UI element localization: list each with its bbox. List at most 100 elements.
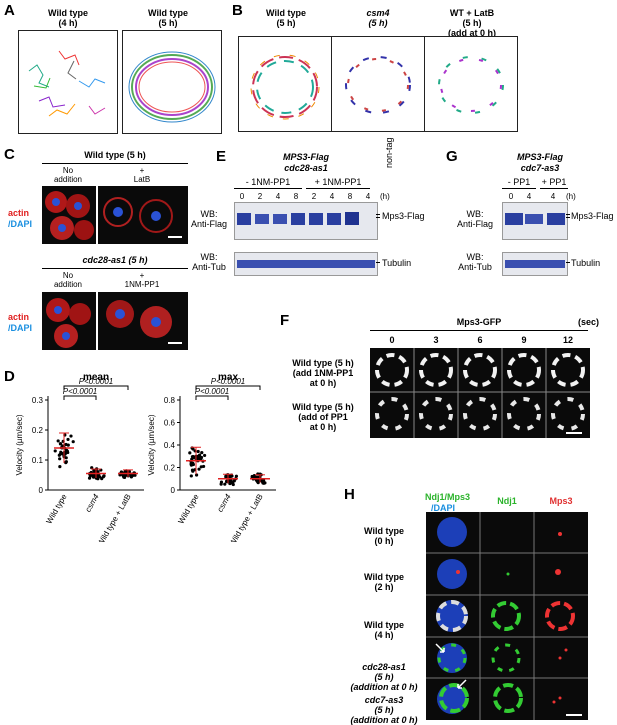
b-track-plot-latb (424, 36, 518, 132)
h-row-label-5: cdc7-as3 (5 h) (addition at 0 h) (350, 695, 418, 725)
g-wb2-label: WB: Anti-Tub (458, 252, 492, 272)
d-point-0-0-31 (66, 437, 70, 442)
c-top-stain-actin: actin (8, 208, 30, 218)
d-y-tick-label-0-1: 0.1 (32, 456, 44, 465)
d-pvalue-1-0: P<0.0001 (63, 387, 97, 396)
h-row-label-4: cdc28-as1 (5 h) (addition at 0 h) (350, 662, 418, 692)
d-point-1-2-30 (262, 481, 266, 485)
d-x-tick-label-1-1: csm4 (215, 492, 233, 514)
g-group2: + PP1 (541, 177, 567, 187)
d-y-tick-label-1-4: 0.8 (164, 396, 176, 405)
c-image-cdc28-pp1 (98, 292, 188, 350)
panel-letter-a: A (4, 2, 15, 19)
c-top-col2: + LatB (133, 166, 151, 184)
e-bands-flag (237, 212, 359, 225)
c-bottom-stain-dapi: /DAPI (8, 323, 33, 333)
g-blot-tub (502, 252, 568, 276)
d-y-tick-label-1-2: 0.4 (164, 441, 176, 450)
g-blot-flag (502, 202, 568, 240)
d-chart-title-1: max (218, 372, 238, 383)
d-point-0-0-25 (58, 464, 62, 469)
f-row-label-1: Wild type (5 h) (add 1NM-PP1 at 0 h) (292, 358, 354, 388)
d-point-0-0-32 (64, 456, 68, 460)
a-track-plot-5h (122, 30, 222, 134)
c-bottom-col1: No addition (53, 271, 83, 289)
g-group1-rule (502, 188, 536, 189)
d-bracket-1-1 (195, 395, 229, 400)
d-point-1-0-34 (200, 450, 204, 455)
d-x-tick-label-0-0: Wild type (44, 492, 69, 525)
d-pvalue-2-0: P<0.0001 (79, 377, 113, 386)
b-tracks-wt (250, 54, 320, 120)
d-y-tick-label-0-3: 0.3 (32, 396, 44, 405)
g-time-3: 4 (550, 192, 556, 201)
e-time-4: 8 (293, 192, 299, 201)
d-point-1-0-27 (191, 462, 195, 467)
d-point-1-1-35 (234, 474, 239, 478)
f-time-12: 12 (562, 335, 573, 345)
b-tracks-latb (438, 56, 504, 114)
c-image-wt-latb (98, 186, 188, 244)
panel-letter-e: E (216, 148, 227, 165)
panel-letter-g: G (446, 148, 458, 165)
d-bracket-1-0 (63, 395, 97, 400)
d-point-1-0-28 (203, 453, 207, 458)
e-time-8: 4 (365, 192, 371, 201)
d-y-tick-label-1-1: 0.2 (164, 464, 176, 473)
d-point-0-2-30 (129, 474, 134, 478)
d-y-tick-label-1-3: 0.6 (164, 419, 176, 428)
b-label-csm4: csm4 (5 h) (366, 8, 390, 28)
e-band-flag-label: Mps3-Flag (382, 211, 425, 221)
d-x-tick-label-1-0: Wild type (176, 492, 201, 525)
d-point-0-0-13 (56, 439, 60, 443)
d-point-0-0-19 (64, 460, 68, 464)
e-blot-flag (234, 202, 378, 240)
d-bracket-2-1 (195, 385, 261, 390)
d-y-tick-label-1-0: 0 (171, 486, 176, 495)
d-pvalue-2-1: P<0.0001 (211, 377, 245, 386)
b-track-plot-wt (238, 36, 332, 132)
c-cells-wt-latb (103, 197, 182, 238)
d-point-1-0-4 (199, 465, 203, 469)
e-title1: MPS3-Flag (282, 152, 329, 162)
d-point-1-0-30 (188, 451, 192, 455)
panel-letter-c: C (4, 146, 15, 163)
d-point-1-1-24 (223, 482, 227, 486)
h-row-label-1: Wild type (0 h) (364, 526, 404, 546)
h-col1-dapi: /DAPI (431, 503, 456, 513)
panel-letter-d: D (4, 368, 15, 385)
f-time-9: 9 (521, 335, 527, 345)
f-time-0: 0 (389, 335, 395, 345)
panel-letter-h: H (344, 486, 355, 503)
d-point-0-0-21 (53, 449, 57, 453)
f-image-strip (370, 348, 590, 438)
c-cells-wt-noadd (45, 191, 94, 240)
c-bottom-title: cdc28-as1 (5 h) (82, 255, 148, 265)
c-image-wt-noadd (42, 186, 96, 244)
e-band-tick-1 (376, 214, 380, 215)
c-bottom-stain-actin: actin (8, 312, 30, 322)
g-band-tick-1 (566, 214, 570, 215)
e-wb2-label: WB: Anti-Tub (192, 252, 226, 272)
g-title2: cdc7-as3 (520, 163, 560, 173)
d-point-0-0-20 (58, 457, 62, 461)
a-label-5h: Wild type (5 h) (148, 8, 188, 28)
d-point-0-1-24 (98, 475, 102, 479)
e-time-2: 2 (257, 192, 263, 201)
d-point-1-0-32 (189, 474, 193, 478)
d-x-tick-label-0-2: Wild type + LatB (96, 493, 133, 543)
e-nontag: non-tag (384, 137, 394, 168)
g-band-tick-tub (566, 262, 570, 263)
f-time-3: 3 (433, 335, 439, 345)
h-image-grid (426, 512, 588, 720)
c-cells-cdc28-pp1 (106, 300, 182, 344)
g-bands-flag (505, 213, 565, 225)
d-point-0-0-35 (65, 449, 69, 454)
d-point-1-2-22 (250, 474, 254, 479)
g-band-tick-2 (566, 217, 570, 218)
c-top-title: Wild type (5 h) (84, 150, 146, 160)
d-x-tick-label-1-2: Wild type + LatB (228, 493, 265, 543)
b-tracks-csm4 (345, 56, 411, 114)
